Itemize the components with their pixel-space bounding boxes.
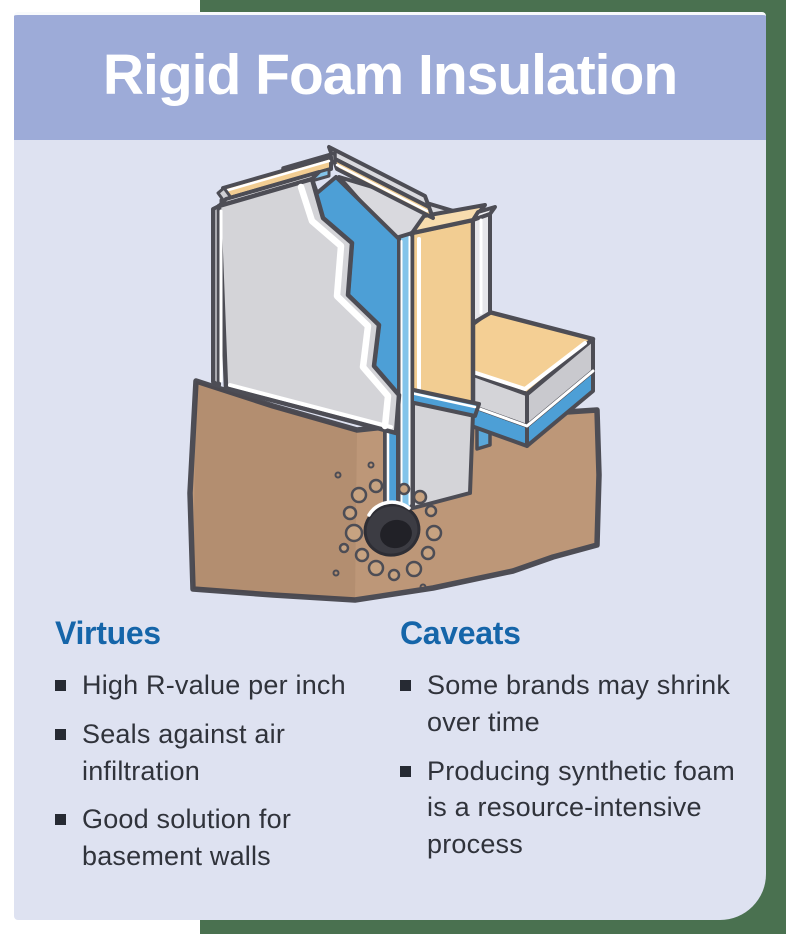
insulation-diagram-svg bbox=[187, 145, 602, 603]
list-item: High R-value per inch bbox=[55, 667, 367, 704]
drain-pipe-and-gravel bbox=[338, 478, 443, 582]
bullet-square-icon bbox=[55, 814, 66, 826]
list-item-text: Seals against air infiltration bbox=[82, 718, 286, 786]
gravel bbox=[338, 478, 443, 582]
bullet-square-icon bbox=[400, 765, 411, 777]
caveats-section: Caveats Some brands may shrink over time… bbox=[400, 615, 750, 875]
infographic-card: Rigid Foam Insulation bbox=[14, 12, 766, 920]
list-item-text: Producing synthetic foam is a resource-i… bbox=[427, 755, 735, 860]
caveats-heading: Caveats bbox=[400, 615, 521, 651]
drain-pipe bbox=[363, 500, 421, 557]
rim-joist bbox=[327, 145, 435, 220]
list-item-text: Some brands may shrink over time bbox=[427, 670, 731, 737]
bullet-square-icon bbox=[400, 680, 411, 692]
list-item: Seals against air infiltration bbox=[55, 716, 367, 789]
insulation-cutaway-illustration bbox=[133, 143, 663, 615]
page-title: Rigid Foam Insulation bbox=[102, 43, 678, 107]
foam-edge-strip bbox=[397, 231, 414, 510]
list-item: Some brands may shrink over time bbox=[400, 667, 750, 740]
list-item-text: High R-value per inch bbox=[82, 670, 346, 701]
wood-framing bbox=[409, 203, 497, 416]
list-item: Good solution for basement walls bbox=[55, 801, 367, 874]
list-item: Producing synthetic foam is a resource-i… bbox=[400, 753, 750, 863]
title-banner: Rigid Foam Insulation bbox=[14, 15, 766, 140]
concrete-foundation-wall bbox=[211, 170, 402, 436]
virtues-heading: Virtues bbox=[55, 615, 161, 651]
bullet-square-icon bbox=[55, 680, 66, 692]
bullet-square-icon bbox=[55, 728, 66, 740]
list-item-text: Good solution for basement walls bbox=[82, 804, 292, 872]
